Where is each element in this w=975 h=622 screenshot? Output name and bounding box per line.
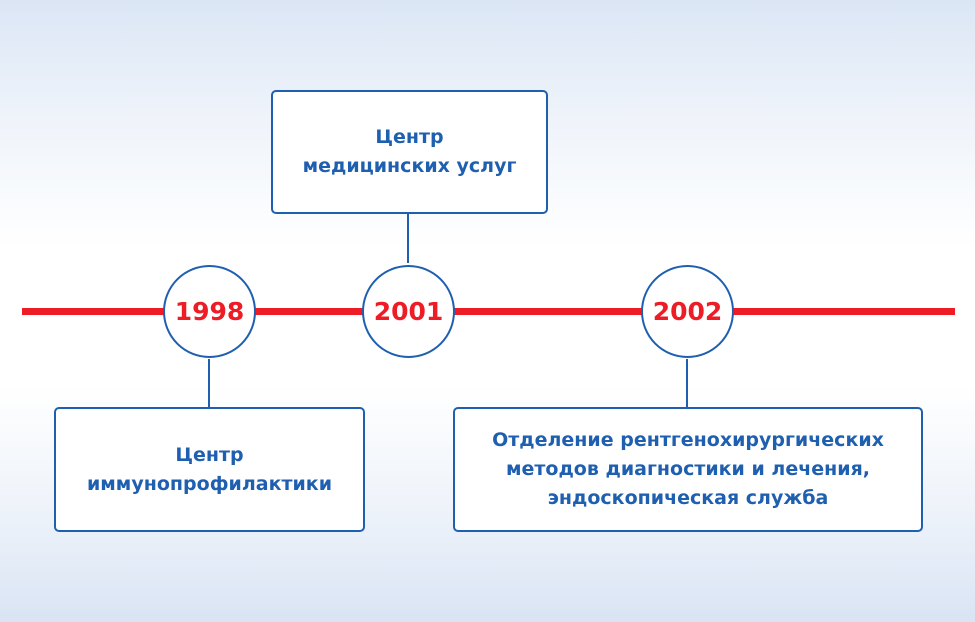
event-box-1998: Центр иммунопрофилактики bbox=[54, 407, 365, 532]
year-marker-2001: 2001 bbox=[362, 265, 455, 358]
connector-2002 bbox=[686, 359, 688, 408]
year-marker-1998: 1998 bbox=[163, 265, 256, 358]
year-label: 2001 bbox=[373, 297, 444, 326]
event-text-line: Центр bbox=[175, 443, 244, 466]
event-text-line: иммунопрофилактики bbox=[86, 472, 333, 495]
year-marker-2002: 2002 bbox=[641, 265, 734, 358]
connector-2001 bbox=[407, 213, 409, 263]
event-box-2002: Отделение рентгенохирургических методов … bbox=[453, 407, 923, 532]
event-text-line: Центр bbox=[375, 126, 444, 148]
event-text-line: Отделение рентгенохирургических bbox=[492, 429, 884, 451]
year-label: 1998 bbox=[174, 297, 245, 326]
timeline-line bbox=[22, 308, 955, 315]
connector-1998 bbox=[208, 359, 210, 408]
year-label: 2002 bbox=[652, 297, 723, 326]
event-text-line: медицинских услуг bbox=[302, 155, 517, 177]
event-text-line: эндоскопическая служба bbox=[547, 487, 829, 509]
event-text-line: методов диагностики и лечения, bbox=[505, 458, 871, 480]
event-box-2001: Центр медицинских услуг bbox=[271, 90, 548, 214]
